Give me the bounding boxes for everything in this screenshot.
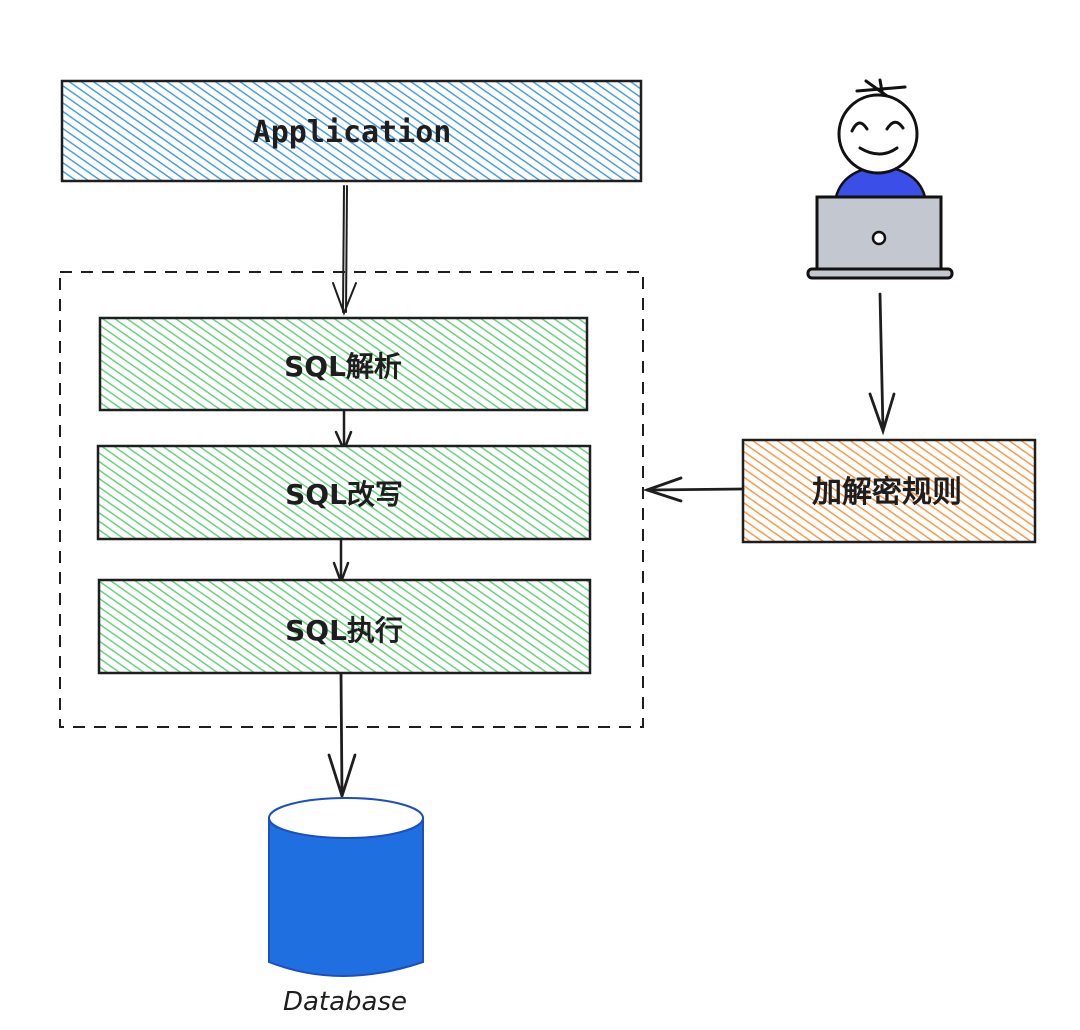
sql-rewrite-label: SQL改写	[285, 478, 403, 511]
sql-execute-node: SQL执行	[97, 578, 592, 675]
sql-parse-label: SQL解析	[284, 350, 402, 383]
sql-execute-label: SQL执行	[285, 614, 403, 647]
arrow-application-to-parse	[332, 185, 357, 316]
application-node: Application	[60, 79, 643, 183]
arrow-rewrite-to-execute	[332, 538, 350, 586]
arrow-parse-to-rewrite	[334, 408, 353, 454]
arrow-user-to-rules	[868, 292, 896, 436]
sql-execute-box	[97, 578, 592, 675]
application-label: Application	[253, 115, 452, 150]
sql-parse-box	[98, 316, 589, 412]
sql-rewrite-box	[96, 444, 592, 541]
pipeline-container	[59, 271, 644, 728]
person-at-laptop-icon	[806, 78, 954, 280]
application-box	[60, 79, 643, 183]
database-cylinder-icon	[268, 797, 424, 977]
arrow-rules-to-pipeline	[642, 476, 745, 503]
sql-rewrite-node: SQL改写	[96, 444, 592, 541]
encryption-rules-label: 加解密规则	[812, 475, 962, 510]
database-label: Database	[283, 987, 407, 1017]
arrow-execute-to-database	[327, 672, 357, 801]
sql-parse-node: SQL解析	[98, 316, 589, 412]
encryption-rules-box	[741, 438, 1037, 544]
encryption-rules-node: 加解密规则	[741, 438, 1037, 544]
database-node: Database	[268, 797, 424, 1017]
